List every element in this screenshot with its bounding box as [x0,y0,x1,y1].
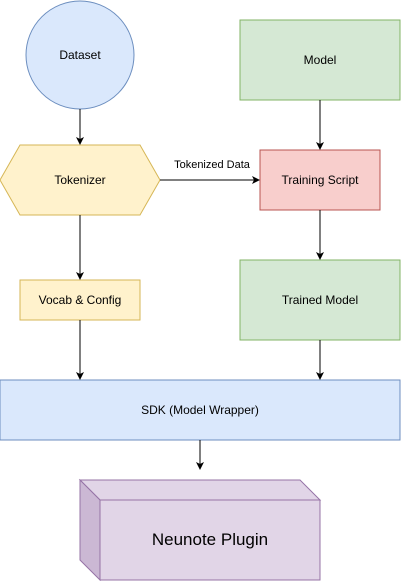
tokenized-data-label: Tokenized Data [168,157,256,173]
tokenizer-node [0,144,161,216]
plugin-node [78,478,322,581]
sdk-label: SDK (Model Wrapper) [141,403,259,417]
model-label: Model [303,53,337,67]
trained-model-label: Trained Model [281,293,359,307]
tokenizer-label: Tokenizer [54,173,106,187]
sdk-node [0,379,401,441]
model-node [239,19,401,101]
trained-model-node [239,259,401,341]
vocab-config-label: Vocab & Config [38,293,122,307]
dataset-label: Dataset [59,48,101,62]
training-script-label: Training Script [281,173,359,187]
vocab-config-node [19,279,141,321]
plugin-label: Neunote Plugin [151,530,269,549]
